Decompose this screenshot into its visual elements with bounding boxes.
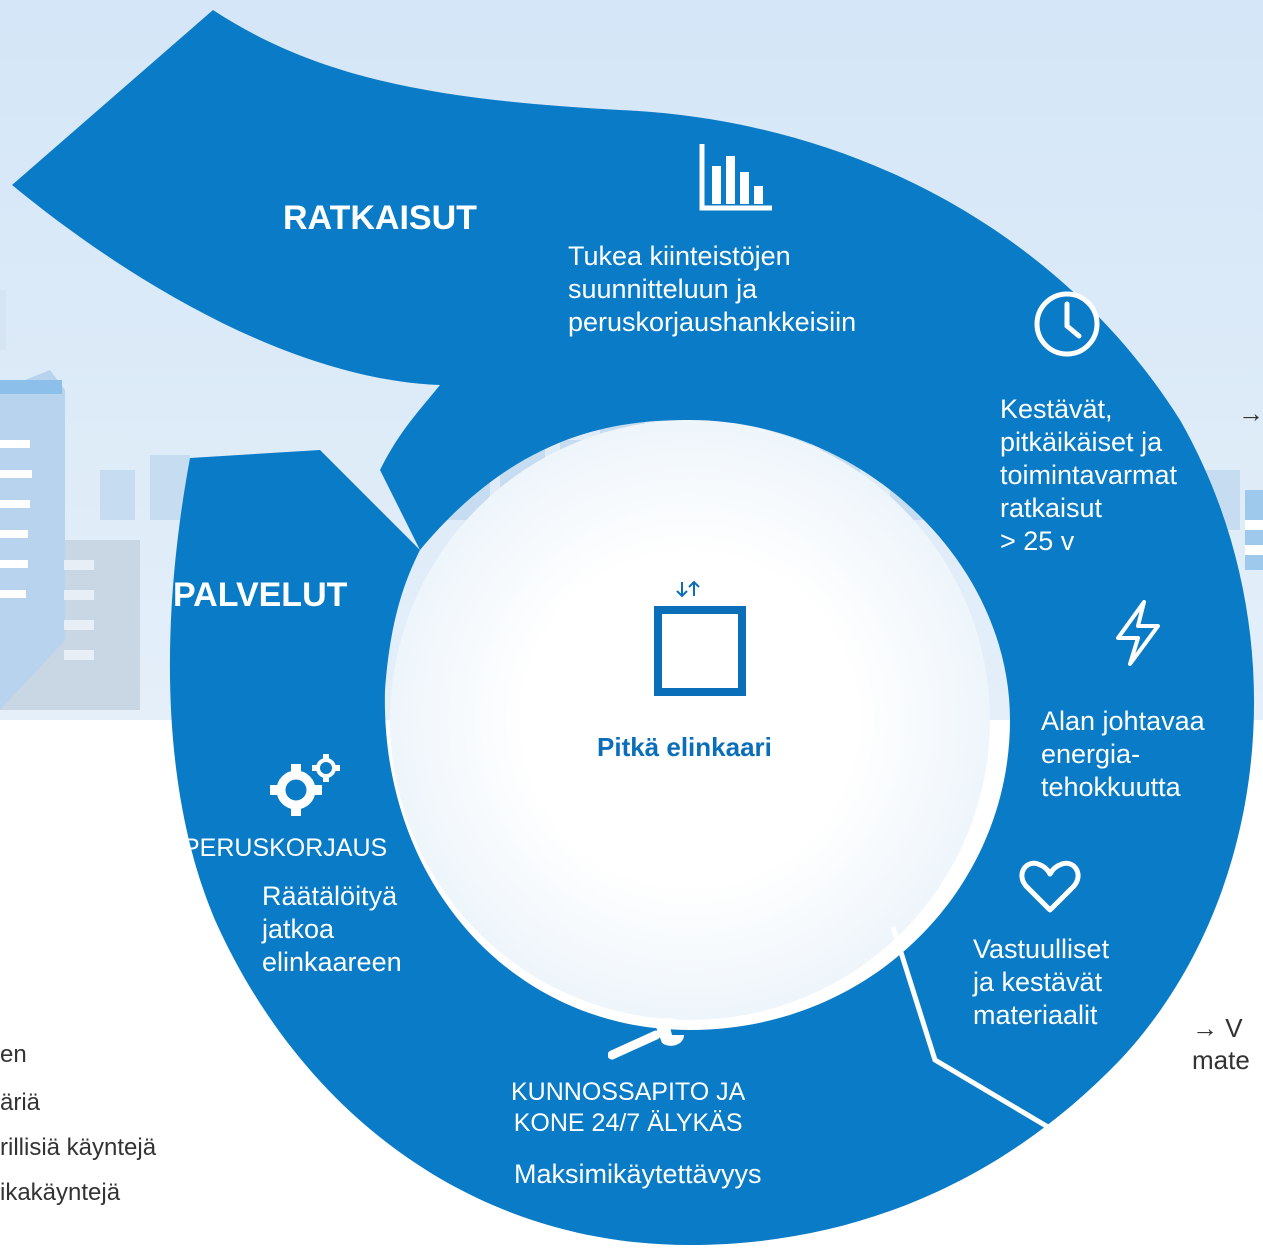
- heading-palvelut: PALVELUT: [173, 576, 348, 614]
- segment-divider: [890, 926, 1055, 1133]
- right-fragment-top: →: [1238, 398, 1263, 428]
- elevator-door-icon: [654, 580, 746, 696]
- lifecycle-ring: [12, 10, 1255, 1245]
- center-label: Pitkä elinkaari: [597, 732, 772, 762]
- left-building: [0, 290, 140, 710]
- service-maintenance-text: Maksimikäytettävyys: [514, 1159, 762, 1189]
- solution-planning-text: Tukea kiinteistöjen suunnitteluun ja per…: [568, 241, 857, 337]
- gears-icon: [270, 754, 340, 816]
- right-fragment-bottom: → V mate: [1192, 1013, 1250, 1075]
- left-fragment-1: en: [0, 1041, 27, 1068]
- heart-icon: [1019, 860, 1081, 913]
- lightning-icon: [1116, 600, 1160, 666]
- center-disc: [390, 420, 990, 1020]
- service-renovation-title: PERUSKORJAUS: [183, 834, 388, 862]
- left-fragment-4: ikakäyntejä: [0, 1179, 121, 1206]
- left-fragment-3: rillisiä käyntejä: [0, 1134, 157, 1161]
- right-building: [1245, 490, 1263, 570]
- solution-materials-text: Vastuulliset ja kestävät materiaalit: [973, 934, 1110, 1030]
- wrench-icon: [608, 1018, 684, 1060]
- solution-energy-text: Alan johtavaa energia- tehokkuutta: [1041, 706, 1205, 802]
- solution-durable-text: Kestävät, pitkäikäiset ja toimintavarmat…: [1000, 394, 1178, 556]
- clock-icon: [1034, 291, 1100, 357]
- heading-ratkaisut: RATKAISUT: [283, 199, 477, 237]
- bar-chart-icon: [699, 144, 772, 211]
- left-fragment-2: äriä: [0, 1089, 41, 1116]
- service-renovation-text: Räätälöityä jatkoa elinkaareen: [262, 881, 402, 977]
- service-maintenance-title: KUNNOSSAPITO JA KONE 24/7 ÄLYKÄS: [511, 1078, 746, 1137]
